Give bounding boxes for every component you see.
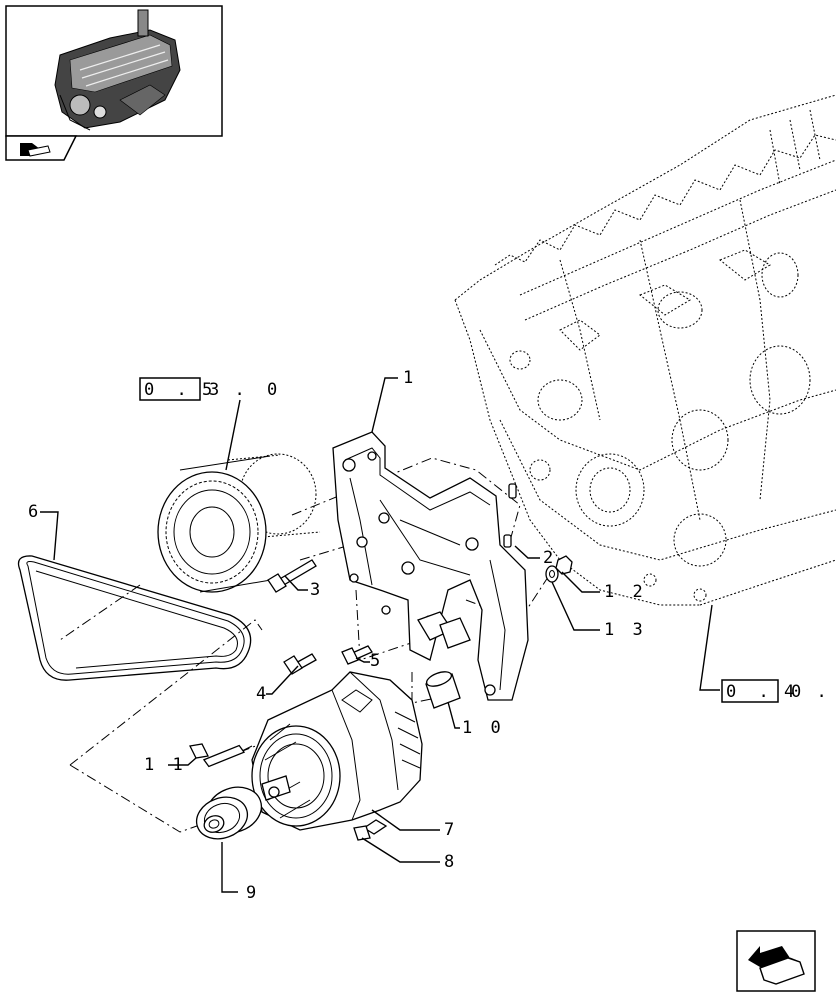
- callout-8: 8: [444, 852, 458, 872]
- flywheel-reference-link[interactable]: 0 . 3 5 . 0: [139, 377, 283, 401]
- nut-12: [555, 555, 573, 575]
- mounting-bracket: [332, 431, 529, 701]
- engine-thumbnail-panel[interactable]: [5, 5, 223, 137]
- callout-1: 1: [403, 368, 417, 388]
- callout-13: 1 3: [604, 620, 647, 640]
- leader-lines: [40, 377, 720, 893]
- bolt-4: [283, 653, 317, 675]
- callout-3: 3: [310, 580, 324, 600]
- engine-thumbnail-icon: [54, 9, 181, 131]
- alternator: [239, 671, 423, 831]
- pulley: [195, 786, 263, 840]
- callout-9: 9: [246, 883, 260, 903]
- block-ref-boxed: 0 . 0: [726, 682, 807, 702]
- pin-2: [503, 483, 517, 548]
- callout-11: 1 1: [144, 755, 187, 775]
- bolt-3: [267, 559, 317, 593]
- folder-arrow-icon[interactable]: [5, 135, 78, 161]
- bolt-5: [341, 645, 373, 665]
- next-page-arrow-icon[interactable]: [736, 930, 816, 992]
- callout-7: 7: [444, 820, 458, 840]
- bolt-11: [189, 743, 246, 768]
- callout-5: 5: [370, 651, 384, 671]
- callout-12: 1 2: [604, 582, 647, 602]
- callout-4: 4: [256, 684, 270, 704]
- spacer-sleeve: [425, 671, 461, 709]
- drive-belt: [17, 555, 252, 681]
- callout-6: 6: [28, 502, 42, 522]
- bolt-8: [353, 819, 388, 841]
- callout-2: 2: [543, 548, 557, 568]
- engine-block-reference-link[interactable]: 0 . 0 4 . 0: [721, 679, 836, 703]
- block-ref-tail: 4 . 0: [784, 682, 836, 702]
- flywheel-ref-boxed: 0 . 3: [144, 380, 225, 400]
- callout-10: 1 0: [462, 718, 505, 738]
- flywheel-drum: [157, 453, 321, 593]
- engine-block: [454, 94, 836, 606]
- flywheel-ref-tail: 5 . 0: [202, 380, 283, 400]
